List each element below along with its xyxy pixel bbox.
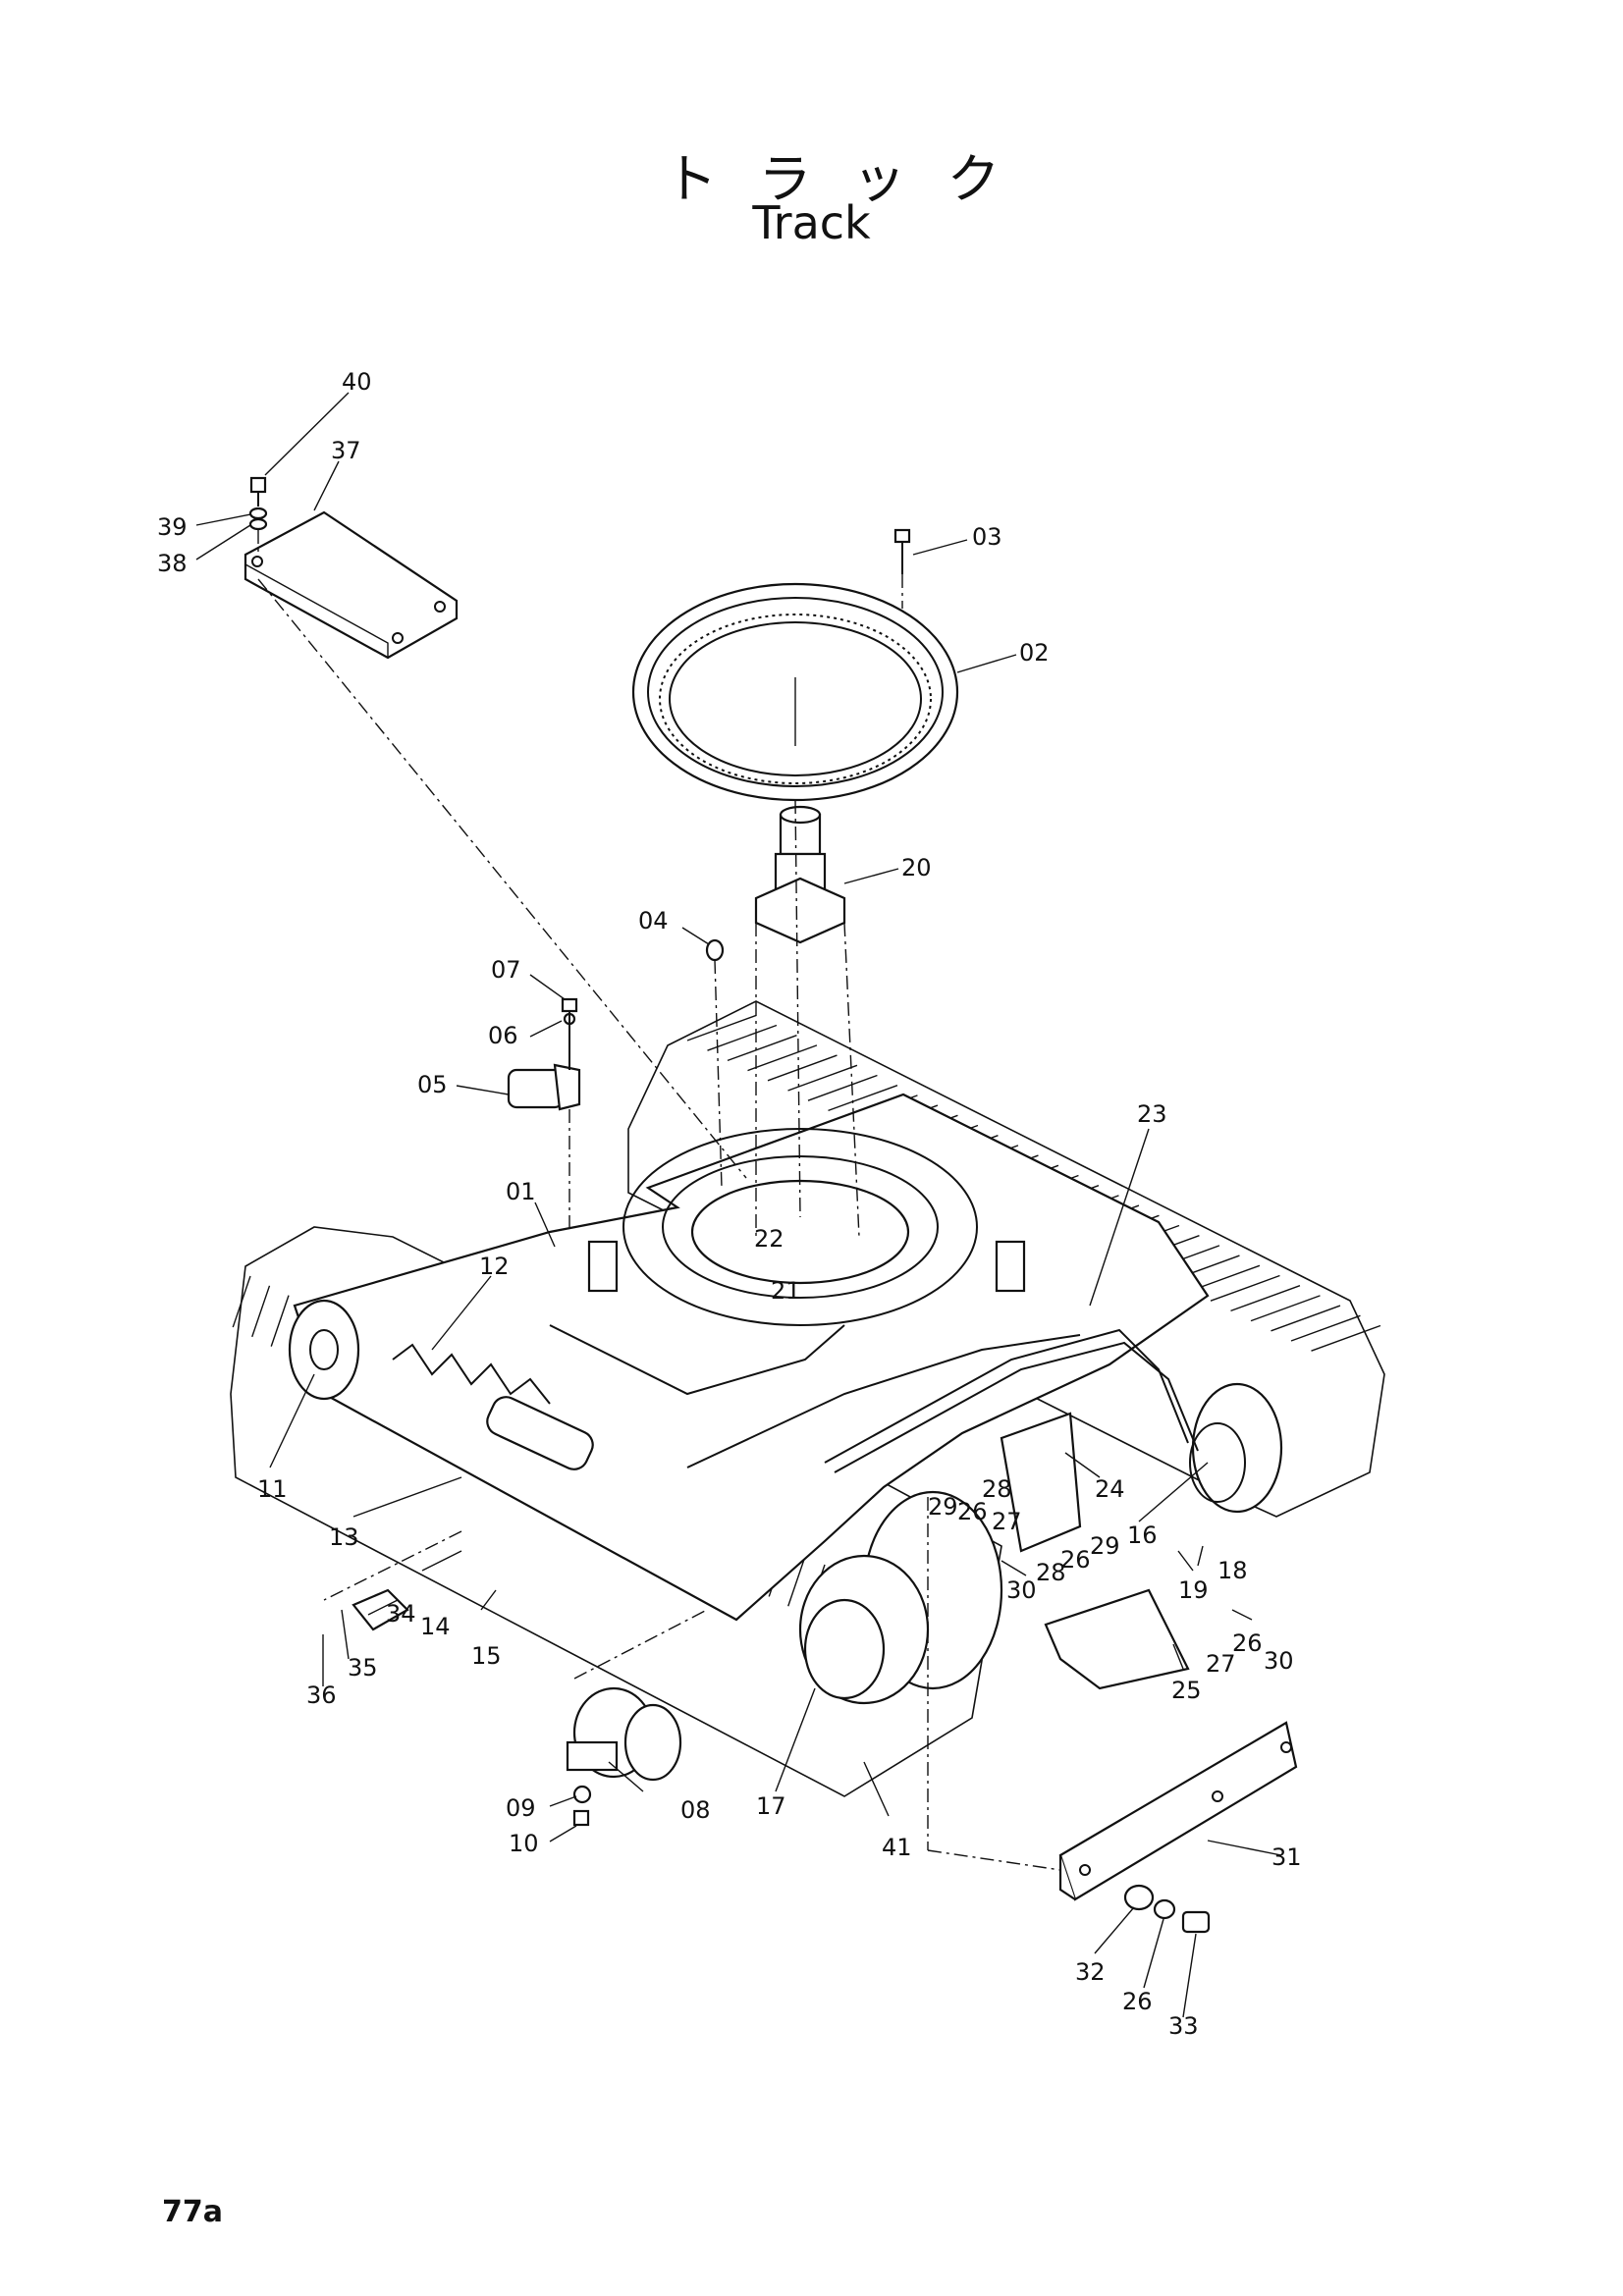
track-grouser xyxy=(787,1064,858,1092)
track-grouser xyxy=(707,1024,778,1051)
callout-05: 05 xyxy=(417,1071,448,1098)
washer-32 xyxy=(1123,1884,1155,1911)
bracket-24 xyxy=(1000,1412,1082,1553)
callout-40: 40 xyxy=(342,368,372,396)
callout-23: 23 xyxy=(1137,1100,1167,1128)
track-grouser xyxy=(686,1014,757,1041)
callout-11: 11 xyxy=(257,1475,288,1503)
track-grouser xyxy=(727,1035,797,1062)
callout-30b: 30 xyxy=(1264,1647,1294,1675)
track-grouser xyxy=(270,1295,290,1347)
track-grouser xyxy=(1250,1295,1321,1322)
callout-16: 16 xyxy=(1127,1522,1158,1549)
callout-36: 36 xyxy=(306,1682,337,1709)
plug-04 xyxy=(705,938,725,962)
hose-23 xyxy=(824,1328,1189,1464)
callout-26a: 26 xyxy=(957,1498,988,1525)
track-grouser xyxy=(1210,1274,1280,1302)
track-grouser xyxy=(787,1554,807,1607)
callout-28a: 28 xyxy=(982,1475,1012,1503)
center-joint-20 xyxy=(754,805,846,944)
cover-plate-37 xyxy=(243,476,459,660)
washer-26 xyxy=(1153,1898,1176,1920)
motor-05 xyxy=(507,997,581,1335)
recoil-spring-12 xyxy=(392,1343,594,1470)
callout-26c: 26 xyxy=(1232,1629,1263,1657)
motor-16 xyxy=(1189,1382,1283,1514)
callout-35: 35 xyxy=(348,1654,378,1682)
callout-27a: 27 xyxy=(992,1508,1022,1535)
callout-29b: 29 xyxy=(1090,1532,1120,1560)
track-grouser xyxy=(1311,1324,1381,1352)
callout-12: 12 xyxy=(479,1253,510,1280)
bolt-33 xyxy=(1181,1910,1211,1934)
callout-02: 02 xyxy=(1019,639,1050,667)
page-title-english: Track xyxy=(752,196,871,249)
callout-33: 33 xyxy=(1168,2012,1199,2040)
callout-15: 15 xyxy=(471,1642,502,1670)
callout-17: 17 xyxy=(756,1792,786,1820)
track-grouser xyxy=(828,1085,898,1112)
callout-09: 09 xyxy=(506,1794,536,1822)
callout-03: 03 xyxy=(972,523,1002,551)
bracket-25 xyxy=(1044,1588,1190,1690)
callout-34: 34 xyxy=(386,1600,416,1628)
track-grouser xyxy=(767,1054,838,1082)
bolt-03 xyxy=(893,528,911,609)
plate-34 xyxy=(352,1588,409,1631)
callout-13: 13 xyxy=(329,1523,359,1551)
callout-26b: 26 xyxy=(1060,1546,1091,1574)
idler-11 xyxy=(288,1299,360,1401)
callout-06: 06 xyxy=(488,1022,518,1049)
callout-27b: 27 xyxy=(1206,1650,1236,1678)
track-grouser xyxy=(1290,1314,1361,1342)
leader-lines xyxy=(195,392,1282,2018)
callout-14: 14 xyxy=(420,1613,451,1640)
page-title-japanese: トラック xyxy=(664,148,1042,210)
track-grouser xyxy=(807,1074,878,1101)
callout-18: 18 xyxy=(1217,1557,1248,1584)
callout-25: 25 xyxy=(1171,1677,1202,1704)
callout-38: 38 xyxy=(157,550,188,577)
track-grouser xyxy=(251,1285,271,1338)
callout-08: 08 xyxy=(680,1796,711,1824)
callout-26d: 26 xyxy=(1122,1988,1153,2015)
callout-21: 21 xyxy=(771,1277,801,1305)
callout-37: 37 xyxy=(331,437,361,464)
callout-07: 07 xyxy=(491,956,521,984)
callout-32: 32 xyxy=(1075,1958,1106,1986)
callout-19: 19 xyxy=(1178,1576,1209,1604)
callout-29a: 29 xyxy=(928,1493,958,1521)
page-number: 77a xyxy=(162,2195,223,2229)
callout-22: 22 xyxy=(754,1225,784,1253)
track-grouser xyxy=(1230,1285,1301,1312)
callout-24: 24 xyxy=(1095,1475,1125,1503)
callout-39: 39 xyxy=(157,513,188,541)
callout-28b: 28 xyxy=(1036,1559,1066,1586)
callout-31: 31 xyxy=(1271,1843,1302,1871)
callout-20: 20 xyxy=(901,854,932,881)
bracket-31 xyxy=(1058,1721,1298,1901)
track-grouser xyxy=(232,1275,251,1328)
roller-08 xyxy=(566,1686,682,1827)
callout-41: 41 xyxy=(882,1834,912,1861)
callout-30a: 30 xyxy=(1006,1576,1037,1604)
callout-10: 10 xyxy=(509,1830,539,1857)
callout-04: 04 xyxy=(638,907,669,934)
track-grouser xyxy=(1271,1305,1341,1332)
track-frame-01 xyxy=(293,1093,1210,1622)
track-grouser xyxy=(747,1044,818,1072)
swing-bearing-02 xyxy=(631,582,959,802)
callout-labels: 40 37 39 38 03 02 20 04 07 06 05 01 12 2… xyxy=(157,368,1302,2040)
callout-01: 01 xyxy=(506,1178,536,1205)
